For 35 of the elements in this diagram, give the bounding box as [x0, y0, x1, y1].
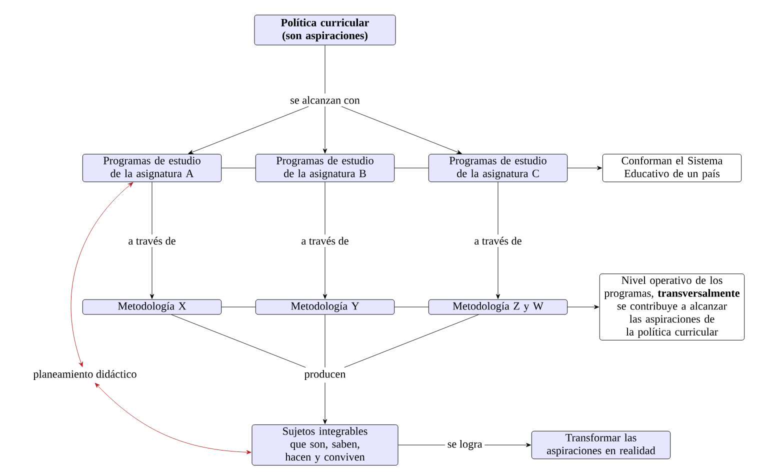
process-box: Metodología X — [82, 299, 222, 315]
arrow — [496, 182, 500, 299]
process-box: Programas de estudio de la asignatura A — [82, 154, 222, 182]
curved-arrow — [70, 182, 134, 368]
note-box: Conforman el Sistema Educativo de un país — [602, 154, 742, 182]
text-label: se alcanzan con — [288, 94, 362, 106]
connector-line — [171, 314, 306, 368]
process-box: Sujetos integrables que son, saben, hacen y conviven — [252, 424, 398, 466]
arrow — [322, 182, 328, 299]
process-box: Transformar las aspiraciones en realidad — [531, 430, 671, 460]
edge-label: a través de — [126, 234, 178, 247]
arrow — [567, 304, 600, 310]
process-box: Programas de estudio de la asignatura B — [255, 154, 395, 182]
arrow — [188, 106, 309, 154]
arrow — [341, 106, 462, 154]
text-label: planeamiento didáctico — [30, 368, 140, 382]
connector-line — [221, 306, 256, 308]
arrow — [150, 182, 154, 299]
process-box: Metodología Y — [255, 299, 395, 315]
connector-line — [394, 306, 429, 308]
arrow — [322, 382, 328, 424]
text-label: producen — [302, 368, 348, 382]
edge-label: se logra — [445, 438, 485, 452]
arrow — [322, 106, 328, 154]
connector-line — [344, 314, 479, 368]
edge-label: a través de — [298, 234, 352, 247]
curved-arrow — [94, 382, 252, 454]
connector-line — [324, 314, 326, 368]
process-box: Metodología Z y W — [428, 299, 568, 315]
edge-label: a través de — [472, 234, 524, 247]
process-box: Programas de estudio de la asignatura C — [428, 154, 568, 182]
note-box: Nivel operativo de los programas, transversalmente se contribuye a alcanzar las aspiraciones de la política curricular — [599, 274, 745, 340]
policy-box: Política curricular (son aspiraciones) — [254, 14, 396, 46]
connector-line — [324, 45, 326, 94]
arrow — [567, 166, 602, 170]
